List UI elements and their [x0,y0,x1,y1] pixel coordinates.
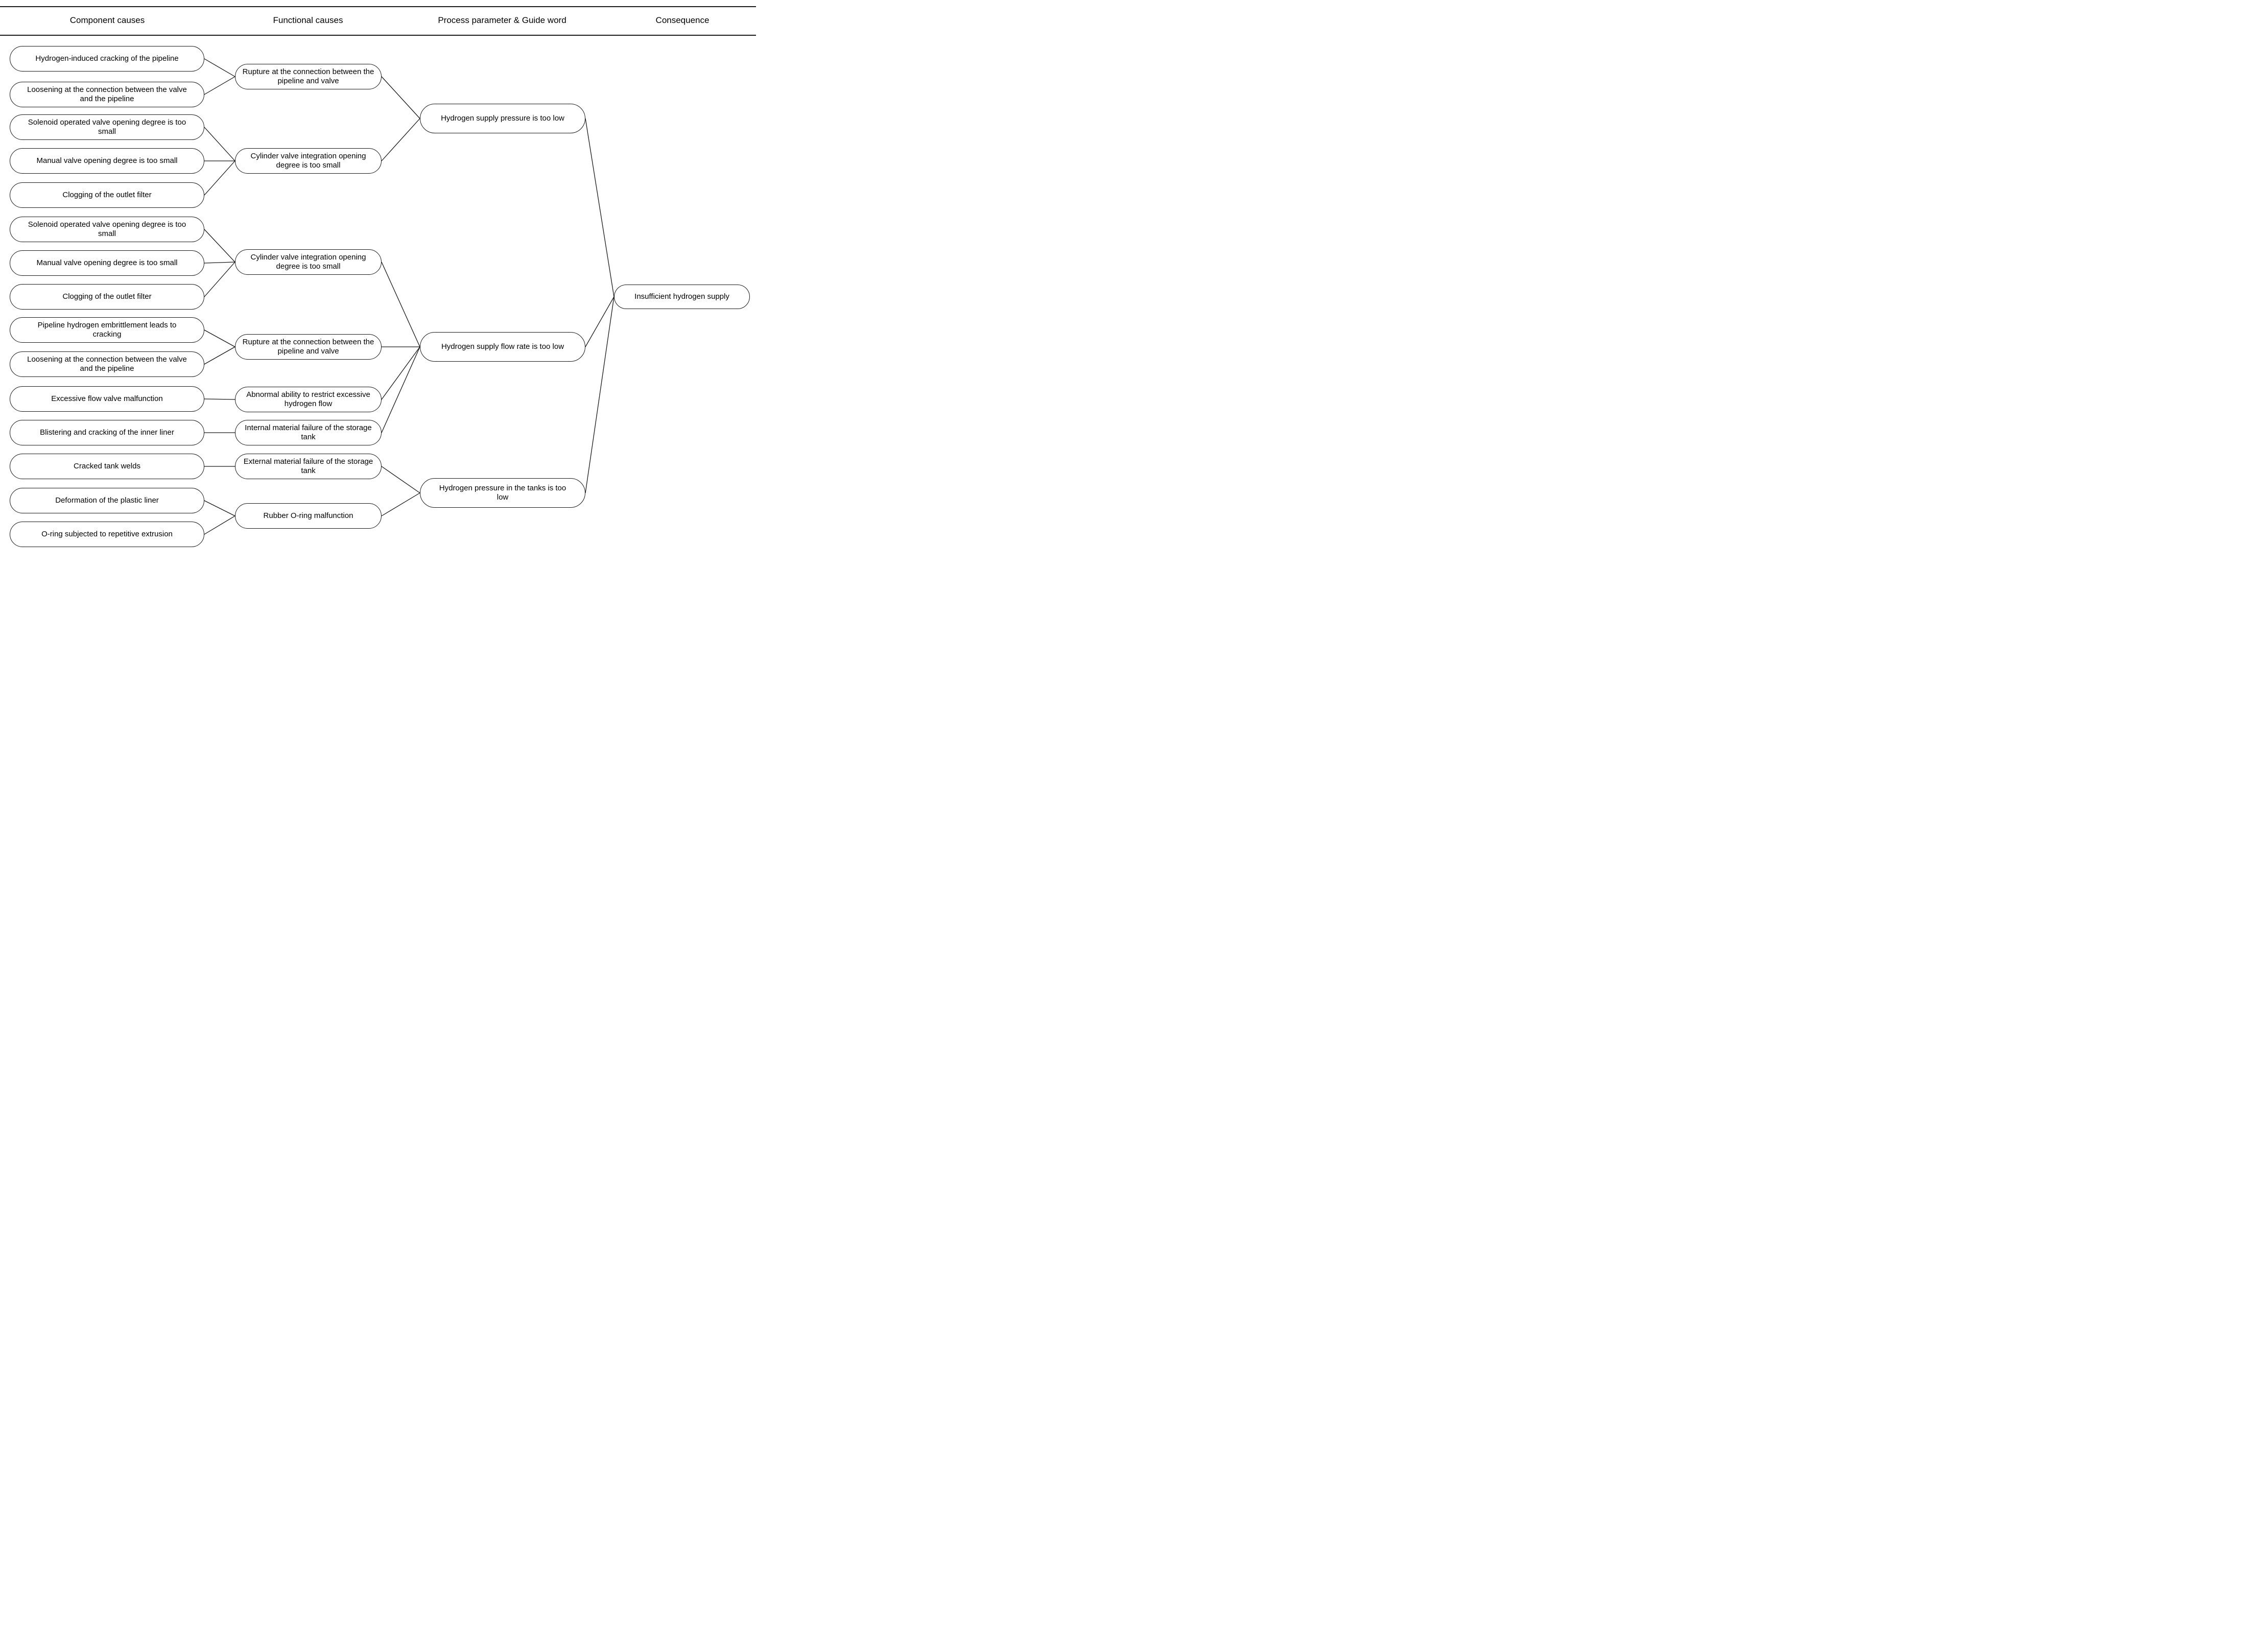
node-f8-functional: Rubber O-ring malfunction [235,503,382,529]
connector-layer [204,58,615,535]
connector-f3-p2 [381,262,420,347]
connector-c6-f3 [204,229,235,263]
connector-c15-f8 [204,515,235,535]
node-c12-component: Blistering and cracking of the inner lin… [10,420,204,445]
connector-c3-f2 [204,127,235,161]
connector-p2-q1 [585,296,615,347]
column-header-process-parameter: Process parameter & Guide word [438,15,566,25]
node-c3-component: Solenoid operated valve opening degree i… [10,114,204,140]
node-f2-functional: Cylinder valve integration opening degre… [235,148,382,174]
connector-c1-f1 [204,58,235,77]
connector-f8-p3 [381,492,420,516]
column-header-functional-causes: Functional causes [273,15,343,25]
connector-c14-f8 [204,500,235,516]
node-c5-component: Clogging of the outlet filter [10,182,204,208]
node-f4-functional: Rupture at the connection between the pi… [235,334,382,360]
node-f7-functional: External material failure of the storage… [235,454,382,479]
connector-c2-f1 [204,76,235,95]
node-q1-consequence: Insufficient hydrogen supply [614,285,750,309]
node-c4-component: Manual valve opening degree is too small [10,148,204,174]
node-f3-functional: Cylinder valve integration opening degre… [235,249,382,275]
connector-c9-f4 [204,329,235,347]
connector-f7-p3 [381,466,420,493]
column-header-component-causes: Component causes [69,15,145,25]
node-c7-component: Manual valve opening degree is too small [10,250,204,276]
connector-f1-p1 [381,76,420,119]
hazop-diagram: Component causes Functional causes Proce… [0,0,756,551]
node-c10-component: Loosening at the connection between the … [10,351,204,377]
header-top-rule [0,6,756,7]
connector-c7-f3 [204,262,235,264]
node-c15-component: O-ring subjected to repetitive extrusion [10,522,204,547]
node-c9-component: Pipeline hydrogen embrittlement leads to… [10,317,204,343]
connector-f2-p1 [381,118,420,161]
node-c2-component: Loosening at the connection between the … [10,82,204,107]
connector-p1-q1 [585,118,615,297]
column-header-consequence: Consequence [655,15,710,25]
node-c8-component: Clogging of the outlet filter [10,284,204,310]
connector-c10-f4 [204,346,235,365]
connector-c8-f3 [204,262,235,297]
connector-c5-f2 [204,160,235,196]
connector-p3-q1 [585,296,615,493]
node-p2-process: Hydrogen supply flow rate is too low [420,332,585,362]
node-c13-component: Cracked tank welds [10,454,204,479]
header-bottom-rule [0,35,756,36]
connector-f6-p2 [381,346,420,433]
node-f6-functional: Internal material failure of the storage… [235,420,382,445]
node-c6-component: Solenoid operated valve opening degree i… [10,217,204,242]
node-p3-process: Hydrogen pressure in the tanks is too lo… [420,478,585,508]
node-p1-process: Hydrogen supply pressure is too low [420,104,585,133]
node-c11-component: Excessive flow valve malfunction [10,386,204,412]
node-f5-functional: Abnormal ability to restrict excessive h… [235,387,382,412]
node-f1-functional: Rupture at the connection between the pi… [235,64,382,89]
node-c1-component: Hydrogen-induced cracking of the pipelin… [10,46,204,72]
node-c14-component: Deformation of the plastic liner [10,488,204,513]
connector-f5-p2 [381,346,420,400]
